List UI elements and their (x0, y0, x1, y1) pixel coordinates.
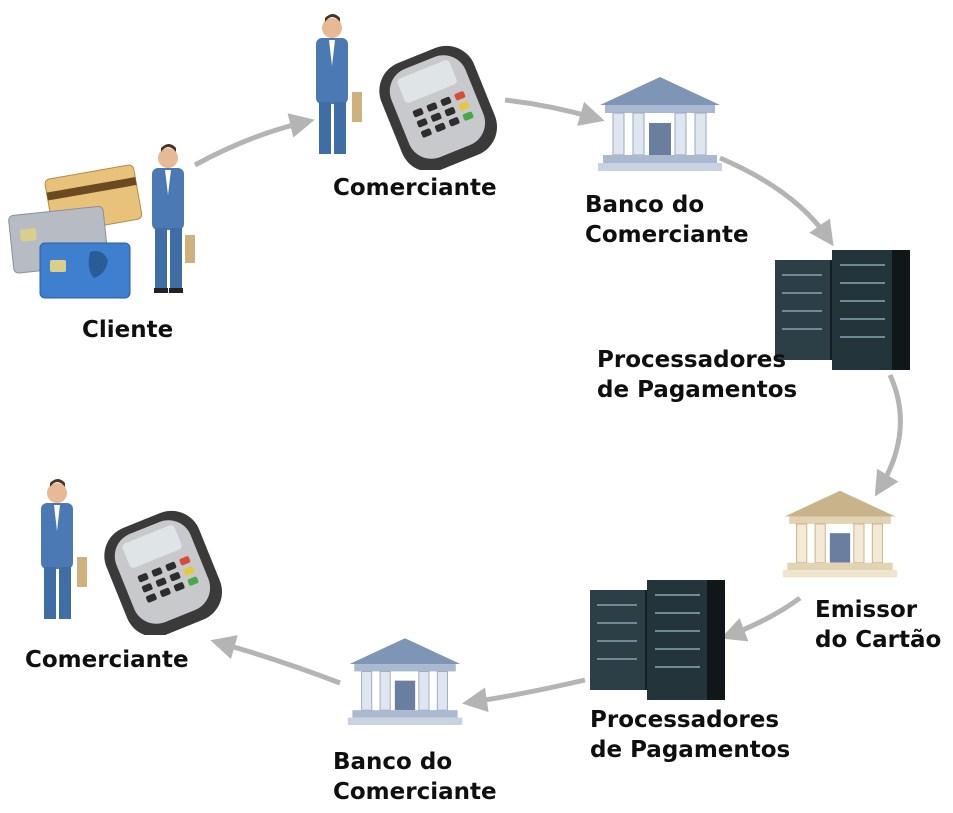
label-banco-comerciante-top: Banco do Comerciante (585, 190, 749, 250)
arrow-emissor-to-processadores (720, 595, 802, 642)
bank-building-gold-icon (782, 490, 898, 578)
server-rack-icon (775, 250, 910, 370)
label-line: Comerciante (25, 647, 189, 673)
label-comerciante-top: Comerciante (333, 173, 497, 203)
label-banco-comerciante-bottom: Banco do Comerciante (333, 747, 497, 807)
server-rack-icon (590, 580, 725, 700)
arrow-banco-to-comerciante (210, 635, 341, 686)
arrow-processadores-to-banco (462, 677, 586, 713)
label-comerciante-bottom: Comerciante (25, 645, 189, 675)
label-processadores-bottom: Processadores de Pagamentos (590, 705, 790, 765)
label-line: Emissor (815, 597, 918, 623)
label-line: Banco do (585, 192, 705, 218)
customer-with-cards-icon (8, 144, 195, 299)
arrow-comerciante-to-banco (504, 97, 605, 126)
merchant-with-pos-terminal-icon (41, 479, 223, 635)
label-line: Processadores (597, 347, 787, 373)
bank-building-icon (598, 77, 722, 171)
label-processadores-top: Processadores de Pagamentos (597, 345, 797, 405)
label-line: Comerciante (333, 175, 497, 201)
merchant-with-pos-terminal-icon (316, 14, 498, 170)
label-line: Comerciante (585, 222, 749, 248)
label-emissor-cartao: Emissor do Cartão (815, 595, 941, 655)
label-line: Processadores (590, 707, 780, 733)
label-line: Banco do (333, 749, 453, 775)
label-line: de Pagamentos (597, 377, 798, 403)
arrow-processadores-to-emissor (874, 373, 903, 497)
label-line: Comerciante (333, 779, 497, 805)
label-line: Cliente (82, 317, 174, 343)
label-line: de Pagamentos (590, 737, 791, 763)
label-cliente: Cliente (82, 315, 173, 345)
arrow-cliente-to-comerciante (193, 113, 315, 168)
label-line: do Cartão (815, 627, 942, 653)
bank-building-icon (347, 638, 463, 725)
arrow-banco-to-processadores (719, 155, 834, 247)
